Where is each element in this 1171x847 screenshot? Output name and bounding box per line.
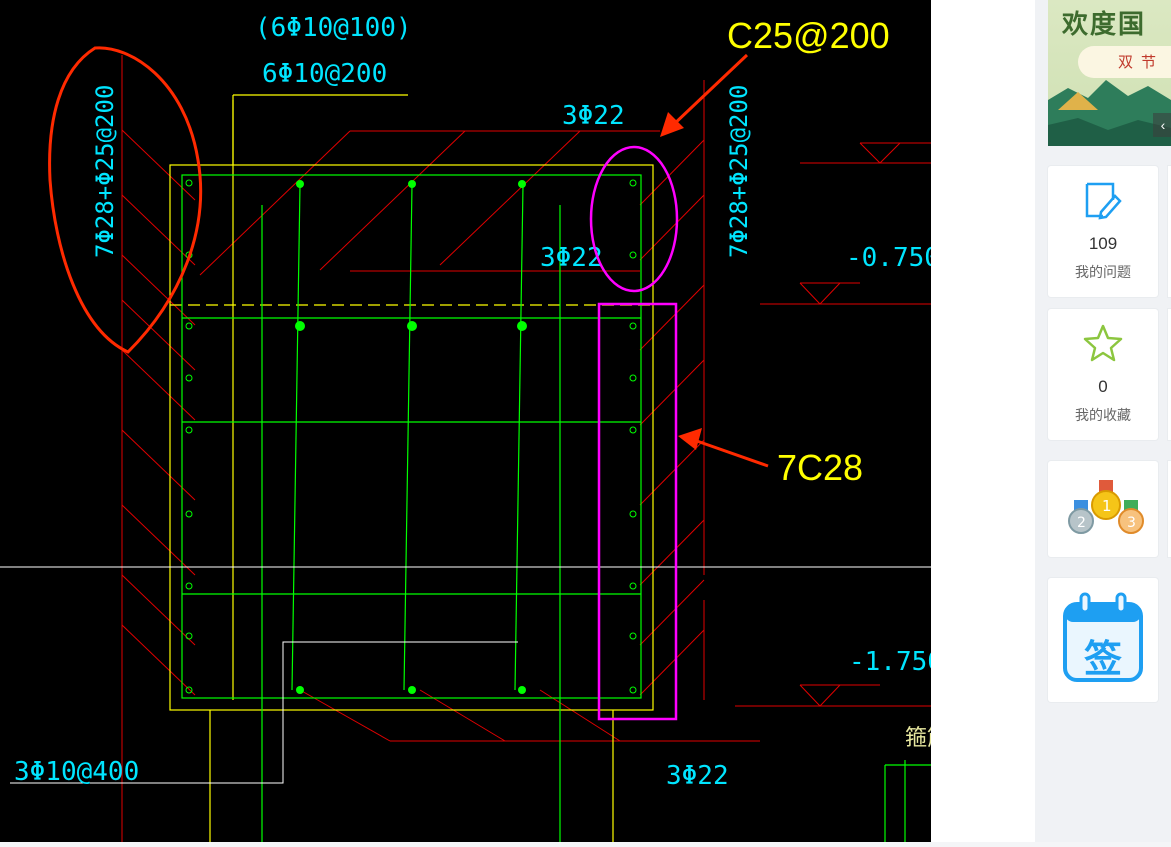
- white-leaders: [0, 566, 931, 784]
- my-favorites-label: 我的收藏: [1075, 407, 1131, 423]
- label-elevation-1: -0.750: [846, 243, 931, 273]
- magenta-rectangle: [597, 302, 678, 721]
- label-elevation-2: -1.750: [849, 647, 931, 677]
- cad-drawing-canvas[interactable]: (6Φ10@100) 6Φ10@200 3Φ22 3Φ22 3Φ22 -0.75…: [0, 0, 949, 842]
- callout-text-top: C25@200: [727, 15, 890, 56]
- label-top-1: (6Φ10@100): [255, 13, 412, 43]
- label-bottom-rebar: 3Φ22: [666, 761, 729, 791]
- holiday-banner[interactable]: 欢度国 双节 ‹: [1048, 0, 1171, 146]
- label-stirrup: 3Φ10@400: [14, 757, 139, 787]
- banner-subtitle: 双节: [1078, 46, 1171, 78]
- my-favorites-count: 0: [1098, 377, 1108, 396]
- sign-in-calendar-icon: [1063, 592, 1143, 682]
- section-outline: [169, 94, 654, 842]
- my-questions-label: 我的问题: [1075, 264, 1131, 280]
- edit-note-icon: [1085, 182, 1122, 220]
- top-bars: [295, 180, 527, 694]
- card-edge: [1168, 309, 1171, 440]
- callout-arrow-right: [678, 428, 769, 468]
- my-questions-card[interactable]: 109 我的问题: [1048, 166, 1158, 297]
- ranking-card[interactable]: 2 3 1: [1048, 461, 1158, 557]
- banner-title: 欢度国: [1062, 10, 1147, 40]
- svg-text:2: 2: [1077, 515, 1086, 531]
- banner-prev-arrow-icon[interactable]: ‹: [1153, 113, 1171, 137]
- banner-mountains-image: [1048, 80, 1171, 146]
- sign-in-text: 签: [1083, 637, 1122, 681]
- my-favorites-card[interactable]: 0 我的收藏: [1048, 309, 1158, 440]
- label-top-rebar: 3Φ22: [562, 101, 625, 131]
- sign-in-card[interactable]: 签: [1048, 578, 1158, 702]
- card-edge: [1168, 461, 1171, 557]
- my-questions-count: 109: [1088, 234, 1118, 253]
- content-gap: [931, 0, 1035, 842]
- star-icon: [1083, 324, 1123, 362]
- red-freehand-circle: [48, 46, 203, 354]
- rebar-cage: [181, 174, 931, 842]
- side-bars: [185, 179, 637, 694]
- label-right-vertical: 7Φ28+Φ25@200: [725, 85, 753, 258]
- callout-text-right: 7C28: [777, 447, 863, 488]
- magenta-ellipse: [589, 145, 679, 293]
- svg-text:3: 3: [1127, 515, 1136, 531]
- label-top-2: 6Φ10@200: [262, 59, 387, 89]
- svg-text:1: 1: [1102, 497, 1112, 515]
- medals-icon: 2 3 1: [1068, 480, 1144, 534]
- card-edge: [1168, 166, 1171, 297]
- callout-arrow-top: [660, 53, 749, 137]
- label-partial: 箍筋: [905, 726, 931, 751]
- label-mid-rebar: 3Φ22: [540, 243, 603, 273]
- cad-drawing-svg: (6Φ10@100) 6Φ10@200 3Φ22 3Φ22 3Φ22 -0.75…: [0, 13, 949, 842]
- label-left-vertical: 7Φ28+Φ25@200: [91, 85, 119, 258]
- cad-labels: (6Φ10@100) 6Φ10@200 3Φ22 3Φ22 3Φ22 -0.75…: [14, 13, 949, 791]
- red-dimension-lines: [121, 55, 931, 842]
- right-sidebar: 欢度国 双节 ‹ 109 我的问题 0 我的收藏 2 3: [1035, 0, 1171, 842]
